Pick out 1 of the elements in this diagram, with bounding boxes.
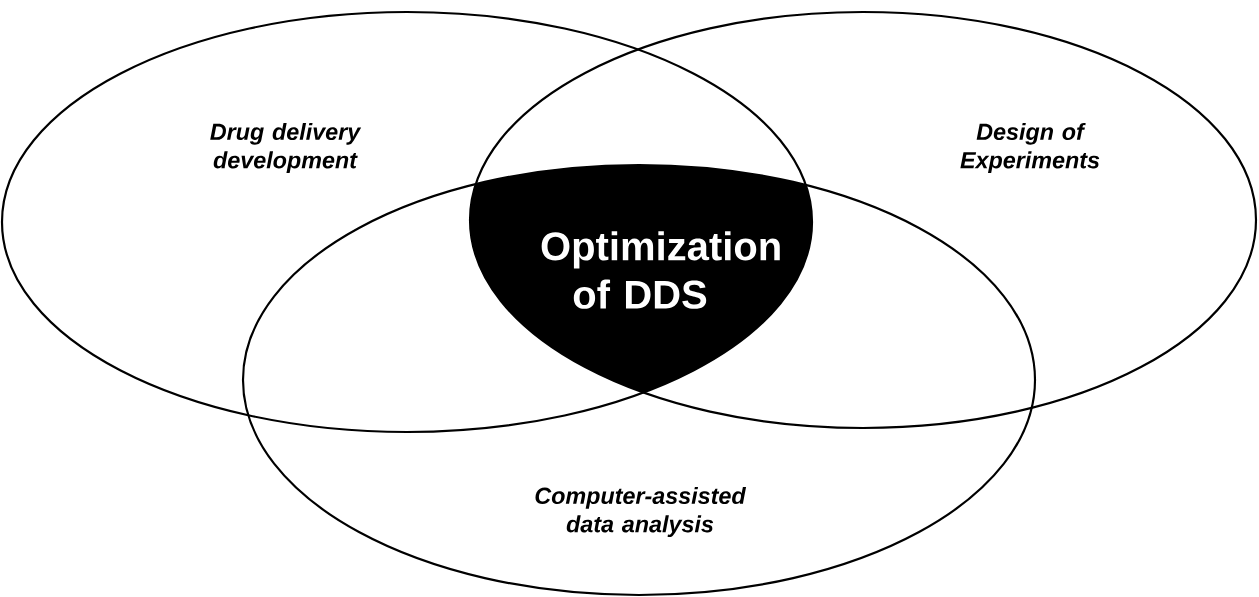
intersection-region: Optimization of DDS [541, 231, 780, 309]
